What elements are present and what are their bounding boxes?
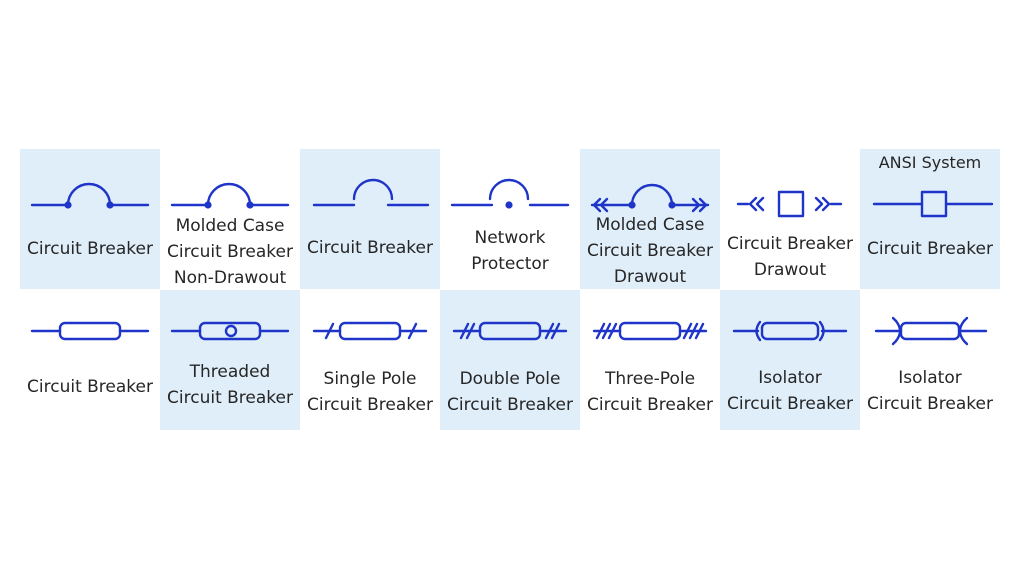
symbol-label: Circuit Breaker Drawout [727, 234, 853, 280]
symbol-grid: Circuit Breaker Molded Case Circuit Brea… [20, 149, 1000, 430]
cell-three-pole: Three-Pole Circuit Breaker [580, 290, 720, 430]
symbol-label: Isolator Circuit Breaker [867, 368, 993, 414]
arc-breaker-with-dots-icon [30, 182, 150, 209]
drawout-square-icon [736, 190, 843, 218]
cell-molded-case-non-drawout: Molded Case Circuit Breaker Non-Drawout [160, 149, 300, 289]
symbol-label: Molded Case Circuit Breaker Non-Drawout [167, 216, 293, 288]
cell-threaded-circuit-breaker: Threaded Circuit Breaker [160, 290, 300, 430]
cell-circuit-breaker-rounded-rect: Circuit Breaker [20, 290, 160, 430]
isolator-bracket-icon [874, 316, 988, 346]
symbol-label: Three-Pole Circuit Breaker [587, 369, 713, 415]
isolator-parenthesis-icon [732, 320, 848, 342]
molded-case-non-drawout-icon [170, 182, 290, 209]
symbol-label: Double Pole Circuit Breaker [447, 369, 573, 415]
cell-single-pole: Single Pole Circuit Breaker [300, 290, 440, 430]
cell-molded-case-drawout: Molded Case Circuit Breaker Drawout [580, 149, 720, 289]
threaded-breaker-icon [170, 321, 290, 341]
symbol-label: Network Protector [471, 228, 549, 274]
rounded-rect-breaker-icon [30, 321, 150, 341]
symbol-label: Single Pole Circuit Breaker [307, 369, 433, 415]
symbol-label: Threaded Circuit Breaker [167, 362, 293, 408]
three-pole-icon [592, 321, 708, 341]
cell-ansi-circuit-breaker: ANSI System Circuit Breaker [860, 149, 1000, 289]
arc-breaker-icon [312, 178, 430, 207]
cell-circuit-breaker-arc-dots: Circuit Breaker [20, 149, 160, 289]
symbol-label: Molded Case Circuit Breaker Drawout [587, 215, 713, 287]
cell-isolator-parenthesis: Isolator Circuit Breaker [720, 290, 860, 430]
symbol-label: Circuit Breaker [27, 377, 153, 397]
cell-double-pole: Double Pole Circuit Breaker [440, 290, 580, 430]
molded-case-drawout-icon [590, 183, 710, 213]
double-pole-icon [452, 321, 568, 341]
symbol-label: Isolator Circuit Breaker [727, 368, 853, 414]
symbol-label: Circuit Breaker [867, 239, 993, 259]
ansi-system-header: ANSI System [878, 153, 982, 172]
symbol-label: Circuit Breaker [27, 239, 153, 259]
ansi-square-icon [872, 190, 994, 218]
cell-isolator-bracket: Isolator Circuit Breaker [860, 290, 1000, 430]
single-pole-icon [312, 321, 428, 341]
cell-network-protector: Network Protector [440, 149, 580, 289]
symbol-label: Circuit Breaker [307, 238, 433, 258]
cell-circuit-breaker-drawout: Circuit Breaker Drawout [720, 149, 860, 289]
cell-circuit-breaker-arc: Circuit Breaker [300, 149, 440, 289]
network-protector-icon [450, 178, 570, 209]
